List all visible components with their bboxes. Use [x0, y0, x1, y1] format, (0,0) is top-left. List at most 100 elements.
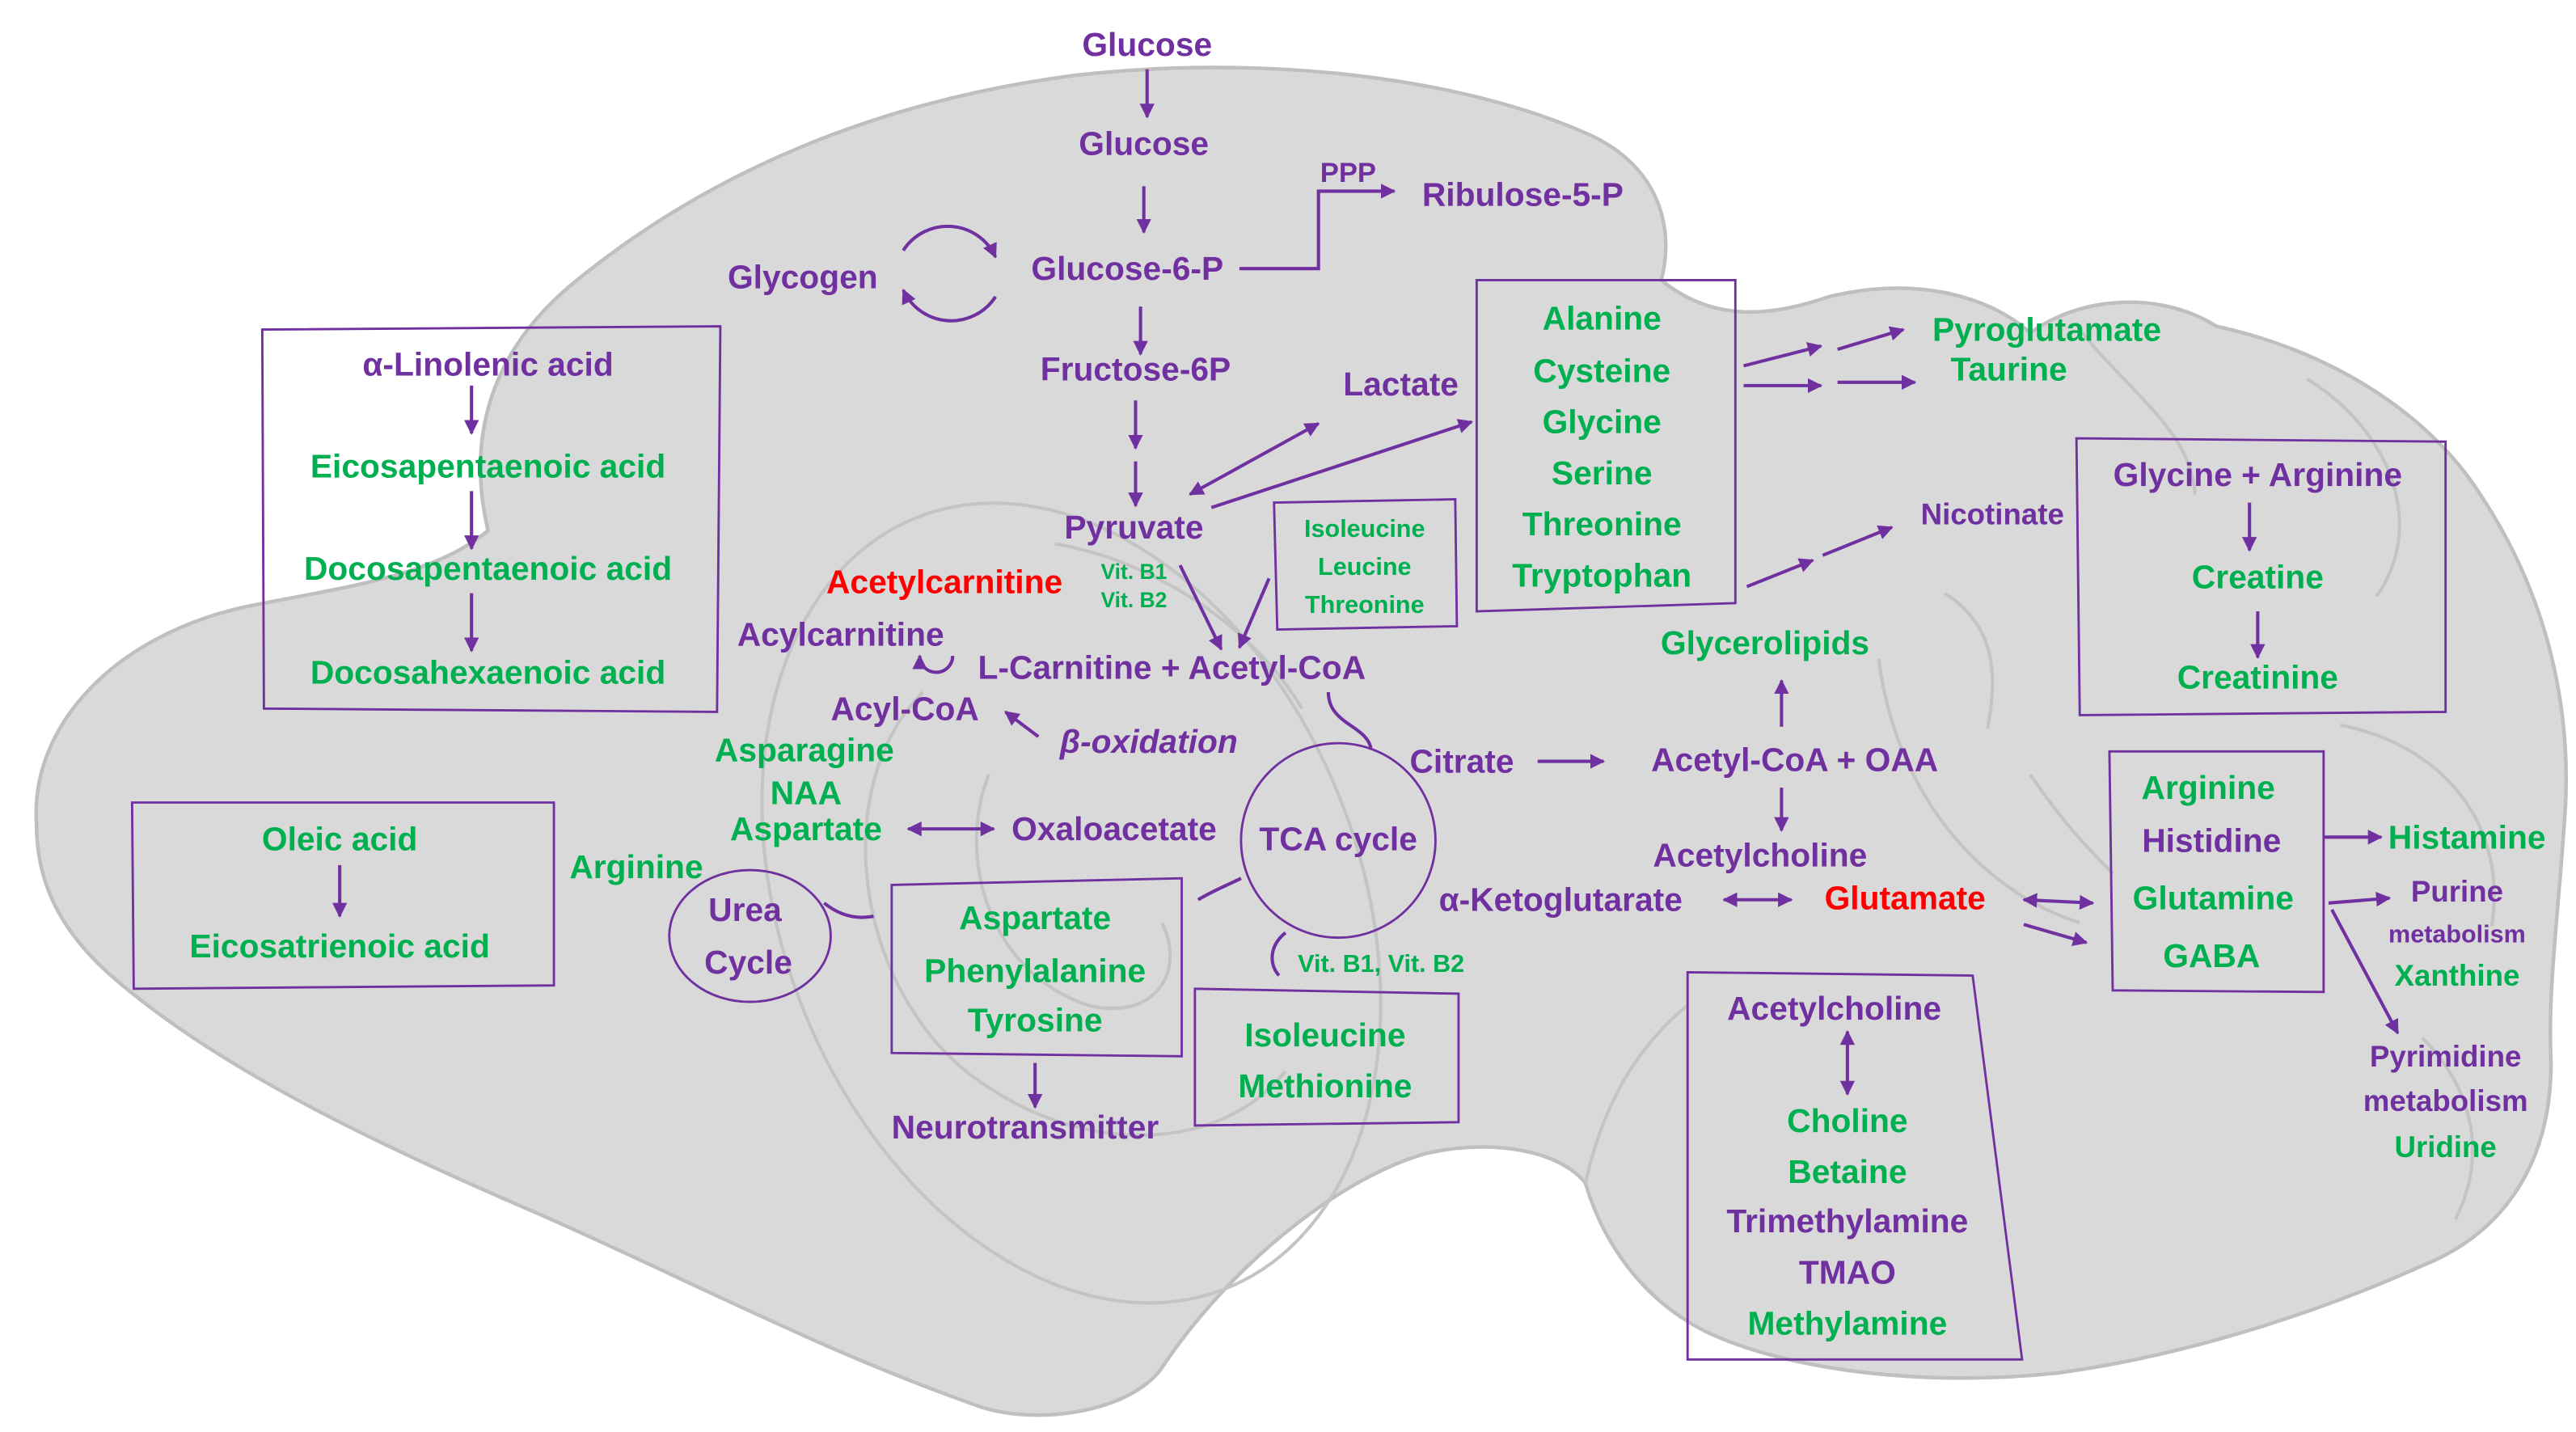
- histamine-label: Histamine: [2388, 818, 2546, 855]
- connector-urea-cycle: [823, 902, 874, 919]
- pyrimidine-metabolism-label: metabolism: [2363, 1084, 2528, 1117]
- uridine-label: Uridine: [2395, 1130, 2497, 1164]
- arrow-pyruvate-to-alanine: [1210, 419, 1473, 509]
- aspartate-label: Aspartate: [730, 810, 882, 847]
- limbic-outline: [760, 501, 1383, 1305]
- bcaa-item: Leucine: [1318, 553, 1411, 581]
- glutamate-box-item: Histidine: [2142, 822, 2281, 859]
- glucose-6p-label: Glucose-6-P: [1031, 250, 1223, 287]
- brain-internal-lines: [760, 328, 2496, 1305]
- arrow-pyruvate-to-acetyl-coa: [1178, 564, 1223, 651]
- arrow-beta-oxidation: [1004, 710, 1040, 738]
- asparagine-label: Asparagine: [715, 731, 894, 768]
- purine-metabolism-label: metabolism: [2388, 921, 2526, 948]
- aromatic-box: [890, 877, 1183, 1058]
- boxes: [130, 279, 2447, 1361]
- creatine-box-item: Creatinine: [2177, 659, 2338, 696]
- amino-acid-item: Threonine: [1522, 505, 1682, 543]
- arrow-to-pyroglutamate-2: [1837, 326, 1905, 352]
- urea-label: Urea: [708, 891, 782, 928]
- omega3-item: Eicosapentaenoic acid: [310, 448, 665, 485]
- neurotransmitter-label: Neurotransmitter: [892, 1109, 1159, 1146]
- acetylcholine-label: Acetylcholine: [1653, 837, 1867, 874]
- omega3-item: Docosapentaenoic acid: [304, 550, 672, 587]
- omega3-box: [260, 325, 722, 713]
- arginine-left-label: Arginine: [569, 848, 703, 885]
- creatine-box-item: Creatine: [2192, 558, 2324, 595]
- choline-box-item: TMAO: [1799, 1253, 1896, 1290]
- choline-box-item: Trimethylamine: [1726, 1202, 1968, 1240]
- pyroglutamate-label: Pyroglutamate: [1932, 311, 2161, 348]
- bcaa-box: [1273, 498, 1459, 631]
- arrow-to-nicotinate-2: [1822, 525, 1894, 557]
- acyl-coa-label: Acyl-CoA: [830, 690, 978, 727]
- omega3-item: α-Linolenic acid: [362, 345, 613, 382]
- cerebellum-line: [2339, 723, 2496, 927]
- amino-acid-item: Tryptophan: [1512, 556, 1691, 593]
- connector-oxaloacetate-tca: [1197, 877, 1242, 902]
- ile-met-item: Isoleucine: [1244, 1016, 1405, 1054]
- nicotinate-label: Nicotinate: [1921, 497, 2064, 530]
- cerebellum-line: [2421, 1037, 2475, 1221]
- choline-box-item: Methylamine: [1747, 1304, 1947, 1341]
- creatine-box: [2075, 437, 2447, 716]
- glucose-inner-label: Glucose: [1079, 125, 1209, 162]
- oleic-item: Eicosatrienoic acid: [189, 927, 489, 965]
- pyrimidine-label: Pyrimidine: [2370, 1040, 2521, 1073]
- tca-cycle-circle: [1239, 741, 1437, 940]
- glutamate-box-item: GABA: [2163, 937, 2260, 974]
- creatine-box-item: Glycine + Arginine: [2114, 456, 2402, 493]
- amino-acid-item: Serine: [1552, 454, 1653, 492]
- arrow-to-pyrimidine: [2330, 909, 2400, 1035]
- acylcarnitine-label: Acylcarnitine: [737, 616, 944, 653]
- aromatic-item: Tyrosine: [968, 1002, 1103, 1039]
- bcaa-item: Threonine: [1305, 591, 1425, 619]
- bcaa-item: Isoleucine: [1304, 515, 1425, 543]
- vit-b1-label: Vit. B1: [1100, 560, 1167, 584]
- oleic-item: Oleic acid: [262, 820, 418, 857]
- pyruvate-label: Pyruvate: [1064, 509, 1203, 546]
- aromatic-item: Aspartate: [959, 899, 1111, 936]
- arrow-pyruvate-lactate: [1189, 421, 1320, 496]
- choline-box-item: Betaine: [1788, 1153, 1907, 1190]
- amino-acid-item: Cysteine: [1533, 353, 1670, 390]
- aromatic-item: Phenylalanine: [924, 952, 1146, 989]
- oxaloacetate-label: Oxaloacetate: [1011, 810, 1217, 847]
- amino-acid-item: Alanine: [1543, 299, 1662, 336]
- brainstem-line: [1583, 1003, 1689, 1184]
- amino-acid-box: [1475, 279, 1737, 613]
- purine-label: Purine: [2411, 875, 2503, 908]
- arrow-glutamate-box: [2022, 893, 2095, 910]
- arrow-glycogen-cycle-top: [902, 224, 998, 259]
- lactate-label: Lactate: [1343, 365, 1459, 403]
- choline-box-item: Choline: [1787, 1102, 1907, 1139]
- xanthine-label: Xanthine: [2395, 959, 2520, 992]
- vit-b2-label: Vit. B2: [1100, 588, 1167, 612]
- acetyl-coa-oaa-label: Acetyl-CoA + OAA: [1651, 741, 1938, 779]
- ile-met-box: [1193, 987, 1460, 1127]
- glutamate-box: [2108, 750, 2325, 994]
- cerebellum-line: [1944, 591, 1995, 729]
- limbic-inner-line: [864, 691, 1287, 1137]
- connector-tca-vitamins: [1270, 931, 1287, 977]
- ribulose-5p-label: Ribulose-5-P: [1422, 175, 1624, 213]
- cerebellum-line: [2306, 377, 2401, 598]
- choline-box-item: Acetylcholine: [1727, 990, 1941, 1027]
- tca-cycle-label: TCA cycle: [1259, 820, 1417, 857]
- cerebellum-line: [2029, 773, 2114, 875]
- brain-silhouette: [34, 65, 2569, 1417]
- arrow-to-purine: [2328, 891, 2392, 907]
- alpha-ketoglutarate-label: α-Ketoglutarate: [1439, 881, 1683, 919]
- arrow-g6p-to-ribulose: [1239, 184, 1396, 271]
- cycle-label: Cycle: [704, 944, 792, 981]
- ppp-label: PPP: [1320, 158, 1376, 188]
- arrow-glutamate-to-gaba: [2023, 923, 2088, 946]
- taurine-label: Taurine: [1951, 351, 2067, 388]
- l-carnitine-acetyl-coa-label: L-Carnitine + Acetyl-CoA: [978, 648, 1366, 686]
- limbic-inner-line: [974, 774, 1172, 1011]
- glutamate-label: Glutamate: [1825, 880, 1986, 917]
- glutamate-box-item: Glutamine: [2133, 880, 2294, 917]
- arrow-bcaa-to-acetyl-coa: [1237, 577, 1271, 649]
- tca-vitamins-label: Vit. B1, Vit. B2: [1298, 950, 1464, 978]
- amino-acid-item: Glycine: [1543, 403, 1662, 441]
